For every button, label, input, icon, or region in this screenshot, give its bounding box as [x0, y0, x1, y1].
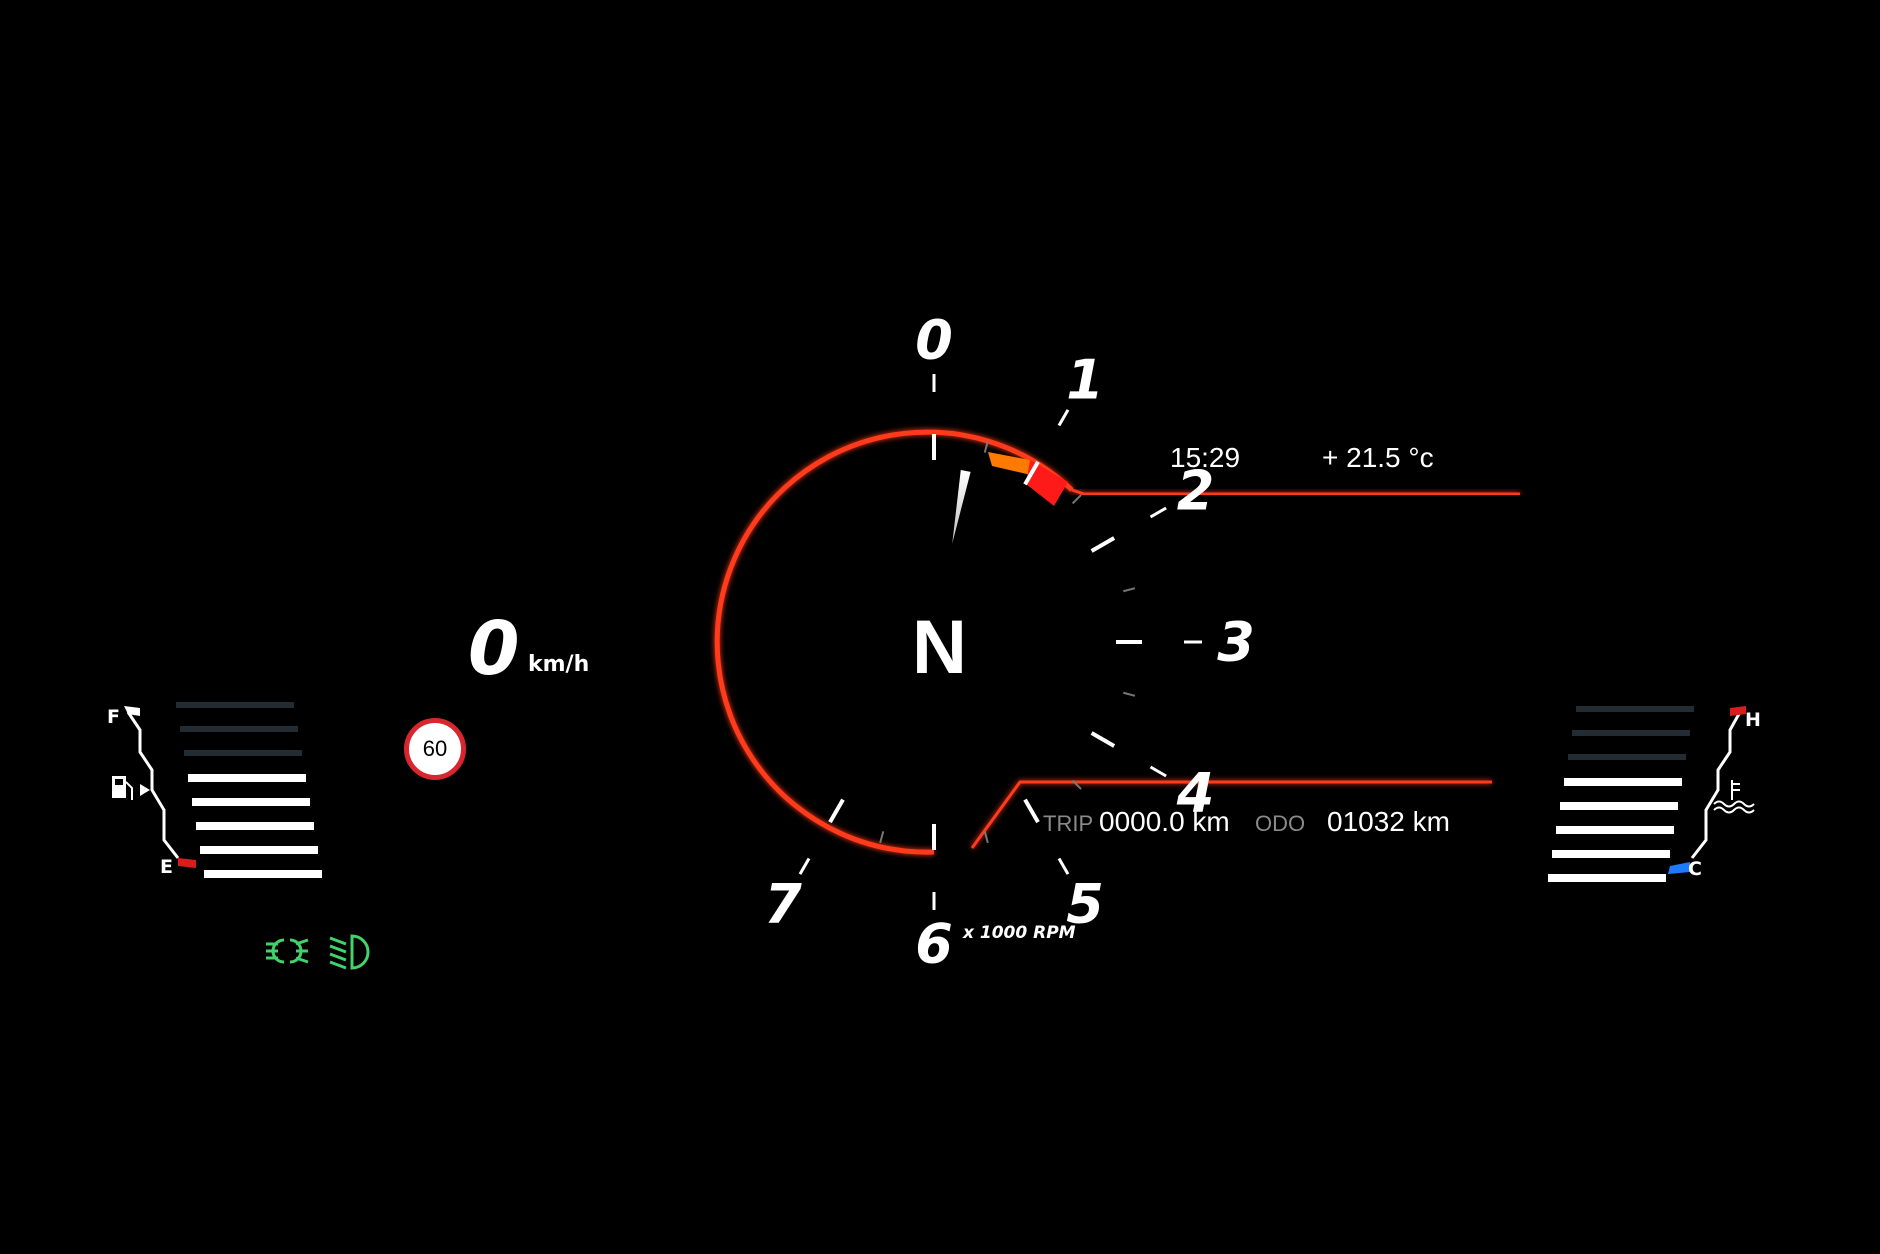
- level-bar-lit: [204, 870, 322, 878]
- level-bar-dim: [180, 726, 298, 732]
- redline-segment: [1026, 460, 1068, 506]
- tachometer-needle: [952, 470, 971, 544]
- tachometer-major-tick: [1090, 536, 1116, 553]
- level-bar-dim: [1572, 730, 1690, 736]
- level-bar-dim: [184, 750, 302, 756]
- parking-lights-icon: [266, 938, 309, 964]
- coolant-hot-marker: [1730, 706, 1746, 716]
- level-bar-lit: [196, 822, 314, 830]
- tachometer-major-tick: [1090, 731, 1116, 748]
- tachometer-label-3: 3: [1217, 610, 1255, 674]
- tachometer-outer-tick: [1149, 765, 1167, 778]
- tachometer-outer-tick: [1057, 409, 1070, 427]
- speed-unit: km/h: [528, 652, 590, 677]
- tachometer-major-tick: [1023, 798, 1040, 824]
- low-beam-headlight-icon: [329, 934, 370, 970]
- tachometer-label-0: 0: [915, 308, 953, 372]
- level-bar-lit: [188, 774, 306, 782]
- level-bar-lit: [1564, 778, 1682, 786]
- coolant-level-bars: [1548, 706, 1694, 882]
- fuel-empty-marker: [178, 858, 196, 868]
- tachometer-outer-tick: [1149, 506, 1167, 519]
- fuel-level-bars: [176, 702, 322, 878]
- trip-value: 0000.0 km: [1099, 806, 1230, 837]
- tachometer-label-7: 7: [764, 872, 802, 936]
- coolant-temperature-icon: [1713, 780, 1755, 814]
- gear-indicator: N: [912, 605, 967, 690]
- fuel-full-label: F: [107, 706, 120, 728]
- tachometer-label-4: 4: [1176, 761, 1215, 825]
- tachometer-arc: [714, 429, 1074, 855]
- speed-limit-sign: 60: [404, 718, 466, 780]
- tachometer-minor-tick: [1123, 587, 1136, 593]
- upper-info-line: [1071, 488, 1520, 496]
- lower-info-line: [970, 780, 1492, 849]
- tachometer-outer-tick: [798, 857, 811, 875]
- fuel-pump-icon: [112, 776, 150, 800]
- tachometer-ticks: [798, 374, 1202, 910]
- level-bar-lit: [1548, 874, 1666, 882]
- coolant-cold-marker: [1668, 862, 1690, 874]
- level-bar-lit: [1552, 850, 1670, 858]
- tachometer-label-2: 2: [1176, 459, 1215, 523]
- speed-value: 0: [468, 606, 520, 692]
- level-bar-dim: [176, 702, 294, 708]
- tachometer-minor-tick: [1071, 494, 1082, 505]
- level-bar-dim: [1576, 706, 1694, 712]
- fuel-empty-label: E: [160, 856, 173, 878]
- odometer-label: ODO: [1255, 811, 1306, 836]
- coolant-cold-label: C: [1688, 858, 1702, 880]
- level-bar-lit: [200, 846, 318, 854]
- level-bar-lit: [1560, 802, 1678, 810]
- level-bar-dim: [1568, 754, 1686, 760]
- tachometer-label-5: 5: [1066, 872, 1104, 936]
- tachometer-label-6: 6: [915, 912, 953, 976]
- tachometer-major-tick: [828, 798, 845, 824]
- level-bar-lit: [1556, 826, 1674, 834]
- rpm-unit: x 1000 RPM: [963, 923, 1076, 943]
- tachometer-minor-tick: [983, 831, 989, 844]
- odometer-value: 01032 km: [1327, 806, 1450, 837]
- fuel-full-marker: [124, 706, 140, 716]
- outside-temperature: + 21.5 °c: [1322, 442, 1434, 473]
- coolant-scale-line: [1690, 711, 1742, 859]
- coolant-hot-label: H: [1745, 709, 1761, 731]
- tachometer-minor-tick: [983, 440, 989, 453]
- tachometer-major-tick: [1023, 460, 1040, 486]
- tachometer-label-1: 1: [1066, 348, 1104, 412]
- tachometer-outer-tick: [1057, 857, 1070, 875]
- needle-pointer: [952, 470, 971, 544]
- tachometer-minor-tick: [879, 831, 885, 844]
- trip-label: TRIP: [1043, 811, 1094, 836]
- tachometer-minor-tick: [1123, 691, 1136, 697]
- clock: 15:29: [1170, 442, 1241, 473]
- level-bar-lit: [192, 798, 310, 806]
- fuel-scale-line: [126, 711, 180, 859]
- tachometer-minor-tick: [1071, 779, 1082, 790]
